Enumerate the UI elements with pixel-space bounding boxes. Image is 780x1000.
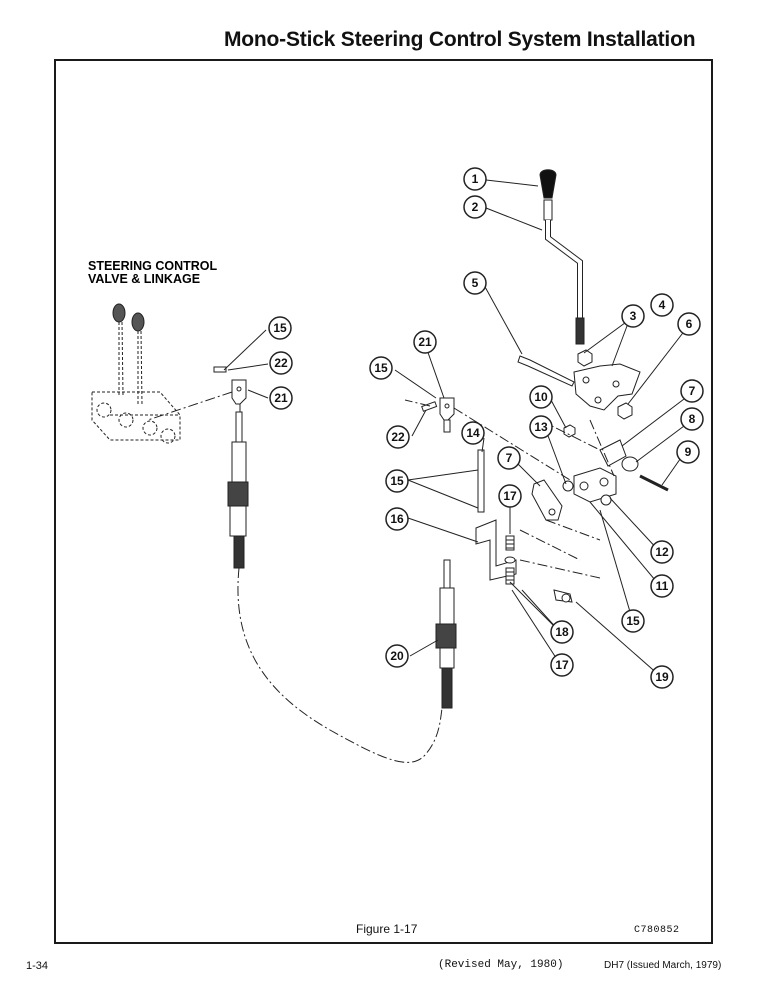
callout-17-a: 17 [498,484,522,508]
control-valve-assembly [91,303,181,444]
leader-lines [223,179,693,677]
center-clevis [421,397,455,433]
right-control-cable [435,559,457,709]
callout-22-b: 22 [386,425,410,449]
mount-bracket [475,519,517,581]
callout-21-a: 21 [413,330,437,354]
callout-13: 13 [529,415,553,439]
svg-text:18: 18 [555,625,569,639]
callout-14: 14 [461,421,485,445]
cable-route [237,567,443,763]
callout-3: 3 [621,304,645,328]
svg-text:22: 22 [391,430,405,444]
svg-text:7: 7 [689,384,696,398]
svg-text:15: 15 [390,474,404,488]
callout-21-b: 21 [269,386,293,410]
bolt [517,355,575,387]
adjust-screw [553,589,573,603]
callout-8: 8 [680,407,704,431]
page-number: 1-34 [26,960,49,972]
issue-note: DH7 (Issued March, 1979) [604,960,722,971]
callout-5: 5 [463,271,487,295]
svg-text:20: 20 [390,649,404,663]
callout-15-d: 15 [621,609,645,633]
svg-text:21: 21 [418,335,432,349]
left-control-cable [227,411,249,569]
svg-text:10: 10 [534,390,548,404]
svg-text:19: 19 [655,670,669,684]
left-centerline [147,391,233,421]
svg-text:5: 5 [472,276,479,290]
callout-15-a: 15 [268,316,292,340]
callout-15-c: 15 [385,469,409,493]
figure-caption: Figure 1-17 [356,922,418,936]
svg-text:21: 21 [274,391,288,405]
svg-text:16: 16 [390,512,404,526]
callout-19: 19 [650,665,674,689]
svg-text:17: 17 [555,658,569,672]
callout-6: 6 [677,312,701,336]
callouts: 1 2 3 4 5 6 7 8 9 10 11 12 13 14 15 15 1… [268,167,704,689]
svg-text:22: 22 [274,356,288,370]
svg-text:1: 1 [472,172,479,186]
callout-11: 11 [650,574,674,598]
svg-text:15: 15 [273,321,287,335]
svg-text:6: 6 [686,317,693,331]
left-clevis [213,366,247,412]
section-label-line2: VALVE & LINKAGE [88,272,200,286]
callout-7-right: 7 [680,379,704,403]
drawing-number: C780852 [634,925,680,936]
svg-text:15: 15 [626,614,640,628]
arm [531,479,563,521]
callout-12: 12 [650,540,674,564]
section-label-line1: STEERING CONTROL [88,259,218,273]
callout-1: 1 [463,167,487,191]
figure-frame [54,59,713,944]
callout-20: 20 [385,644,409,668]
rod [477,449,485,513]
svg-text:3: 3 [630,309,637,323]
svg-text:15: 15 [374,361,388,375]
callout-16: 16 [385,507,409,531]
callout-10: 10 [529,385,553,409]
callout-9: 9 [676,440,700,464]
svg-text:4: 4 [659,298,666,312]
bolt-9 [639,474,669,492]
lever-bracket [573,363,641,411]
page-title: Mono-Stick Steering Control System Insta… [224,28,696,51]
callout-18: 18 [550,620,574,644]
svg-text:17: 17 [503,489,517,503]
callout-2: 2 [463,195,487,219]
svg-text:12: 12 [655,545,669,559]
svg-text:14: 14 [466,426,480,440]
callout-15-b: 15 [369,356,393,380]
shift-lever [539,169,585,345]
revision-note: (Revised May, 1980) [438,959,564,971]
centerlines [404,399,615,579]
svg-text:9: 9 [685,445,692,459]
callout-7-left: 7 [497,446,521,470]
svg-text:13: 13 [534,420,548,434]
callout-4: 4 [650,293,674,317]
callout-22-a: 22 [269,351,293,375]
callout-17-b: 17 [550,653,574,677]
svg-text:2: 2 [472,200,479,214]
pivot-block [562,439,639,506]
springs [504,535,516,585]
svg-text:7: 7 [506,451,513,465]
nut [563,349,633,438]
svg-text:11: 11 [656,579,669,593]
svg-text:8: 8 [689,412,696,426]
